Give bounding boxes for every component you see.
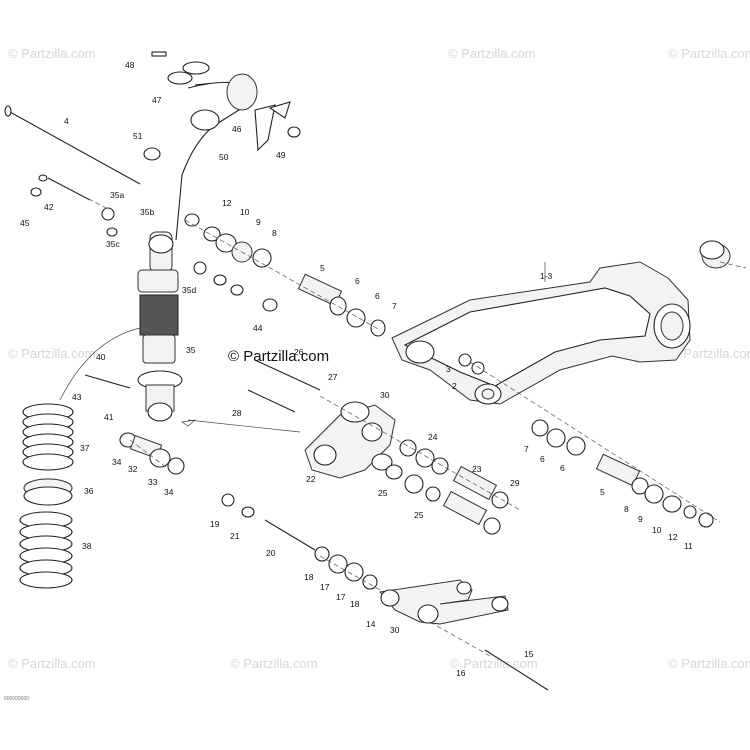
- callout-label: 1-3: [540, 271, 553, 281]
- callout-label: 8: [624, 504, 629, 514]
- callout-label: 14: [366, 619, 376, 629]
- callout-label: 35c: [106, 239, 120, 249]
- callout-label: 50: [219, 152, 229, 162]
- upper-spring: [22, 403, 74, 471]
- callout-label: 27: [328, 372, 338, 382]
- callout-label: 8: [272, 228, 277, 238]
- callout-label: 2: [452, 381, 457, 391]
- callout-label: 12: [222, 198, 232, 208]
- watermark: © Partzilla.com: [670, 346, 750, 361]
- swing-arm: [391, 261, 691, 405]
- callout-label: 47: [152, 95, 162, 105]
- watermark-group: © Partzilla.com © Partzilla.com © Partzi…: [8, 46, 750, 671]
- callout-label: 15: [524, 649, 534, 659]
- callout-label: 16: [456, 668, 466, 678]
- callout-label: 44: [253, 323, 263, 333]
- callout-label: 20: [266, 548, 276, 558]
- callout-label: 25: [414, 510, 424, 520]
- callout-label: 45: [20, 218, 30, 228]
- callout-label: 18: [350, 599, 360, 609]
- callout-label: 12: [668, 532, 678, 542]
- callout-label: 17: [320, 582, 330, 592]
- callout-label: 49: [276, 150, 286, 160]
- callout-label: 35b: [140, 207, 154, 217]
- callout-label: 22: [306, 474, 316, 484]
- watermark: © Partzilla.com: [8, 346, 96, 361]
- callout-label: 25: [378, 488, 388, 498]
- callouts: 48 47 46 49 50 51 4 42 45 35a 35b 35c 35…: [20, 60, 693, 678]
- callout-label: 34: [112, 457, 122, 467]
- callout-label: 32: [128, 464, 138, 474]
- callout-label: 4: [64, 116, 69, 126]
- callout-label: 33: [148, 477, 158, 487]
- upper-bushings: [184, 213, 485, 375]
- callout-label: 11: [684, 541, 693, 551]
- watermark: © Partzilla.com: [668, 656, 750, 671]
- callout-label: 34: [164, 487, 174, 497]
- right-bushings: [531, 419, 714, 528]
- callout-label: 30: [380, 390, 390, 400]
- end-cap: [699, 240, 731, 269]
- watermark: © Partzilla.com: [8, 656, 96, 671]
- watermark: © Partzilla.com: [668, 46, 750, 61]
- callout-label: 43: [72, 392, 82, 402]
- lower-spring: [19, 511, 73, 589]
- callout-label: 6: [355, 276, 360, 286]
- callout-label: 10: [240, 207, 250, 217]
- callout-label: 48: [125, 60, 135, 70]
- callout-label: 28: [232, 408, 242, 418]
- callout-label: 36: [84, 486, 94, 496]
- callout-label: 26: [294, 347, 304, 357]
- callout-label: 17: [336, 592, 346, 602]
- link-arm: [379, 579, 509, 625]
- middle-bushings: [385, 439, 509, 535]
- callout-label: 21: [230, 531, 240, 541]
- rocker: [304, 401, 396, 479]
- callout-label: 35: [186, 345, 196, 355]
- watermark: © Partzilla.com: [450, 656, 538, 671]
- callout-label: 19: [210, 519, 220, 529]
- brand-label: © Partzilla.com: [228, 348, 329, 365]
- shock-absorber: [137, 73, 258, 422]
- bolts: [4, 105, 549, 691]
- callout-label: 10: [652, 525, 662, 535]
- top-hardware: [143, 51, 301, 161]
- springs: [19, 327, 141, 589]
- callout-label: 5: [600, 487, 605, 497]
- callout-label: 51: [133, 131, 143, 141]
- assembly-lines: [59, 183, 747, 657]
- footer-code: 000000000: [4, 696, 29, 702]
- callout-label: 24: [428, 432, 438, 442]
- callout-label: 6: [540, 454, 545, 464]
- callout-label: 35a: [110, 190, 124, 200]
- callout-label: 35d: [182, 285, 196, 295]
- callout-label: 40: [96, 352, 106, 362]
- callout-label: 38: [82, 541, 92, 551]
- callout-label: 18: [304, 572, 314, 582]
- callout-label: 7: [392, 301, 397, 311]
- callout-label: 7: [524, 444, 529, 454]
- callout-label: 46: [232, 124, 242, 134]
- callout-label: 37: [80, 443, 90, 453]
- callout-label: 5: [320, 263, 325, 273]
- callout-label: 6: [375, 291, 380, 301]
- callout-label: 6: [560, 463, 565, 473]
- callout-label: 30: [390, 625, 400, 635]
- callout-label: 23: [472, 464, 482, 474]
- callout-label: 29: [510, 478, 520, 488]
- watermark: © Partzilla.com: [8, 46, 96, 61]
- watermark: © Partzilla.com: [230, 656, 318, 671]
- watermark: © Partzilla.com: [448, 46, 536, 61]
- spring-adjuster: [23, 478, 73, 506]
- callout-label: 9: [638, 514, 643, 524]
- callout-label: 42: [44, 202, 54, 212]
- callout-label: 3: [446, 364, 451, 374]
- callout-label: 41: [104, 412, 114, 422]
- callout-label: 9: [256, 217, 261, 227]
